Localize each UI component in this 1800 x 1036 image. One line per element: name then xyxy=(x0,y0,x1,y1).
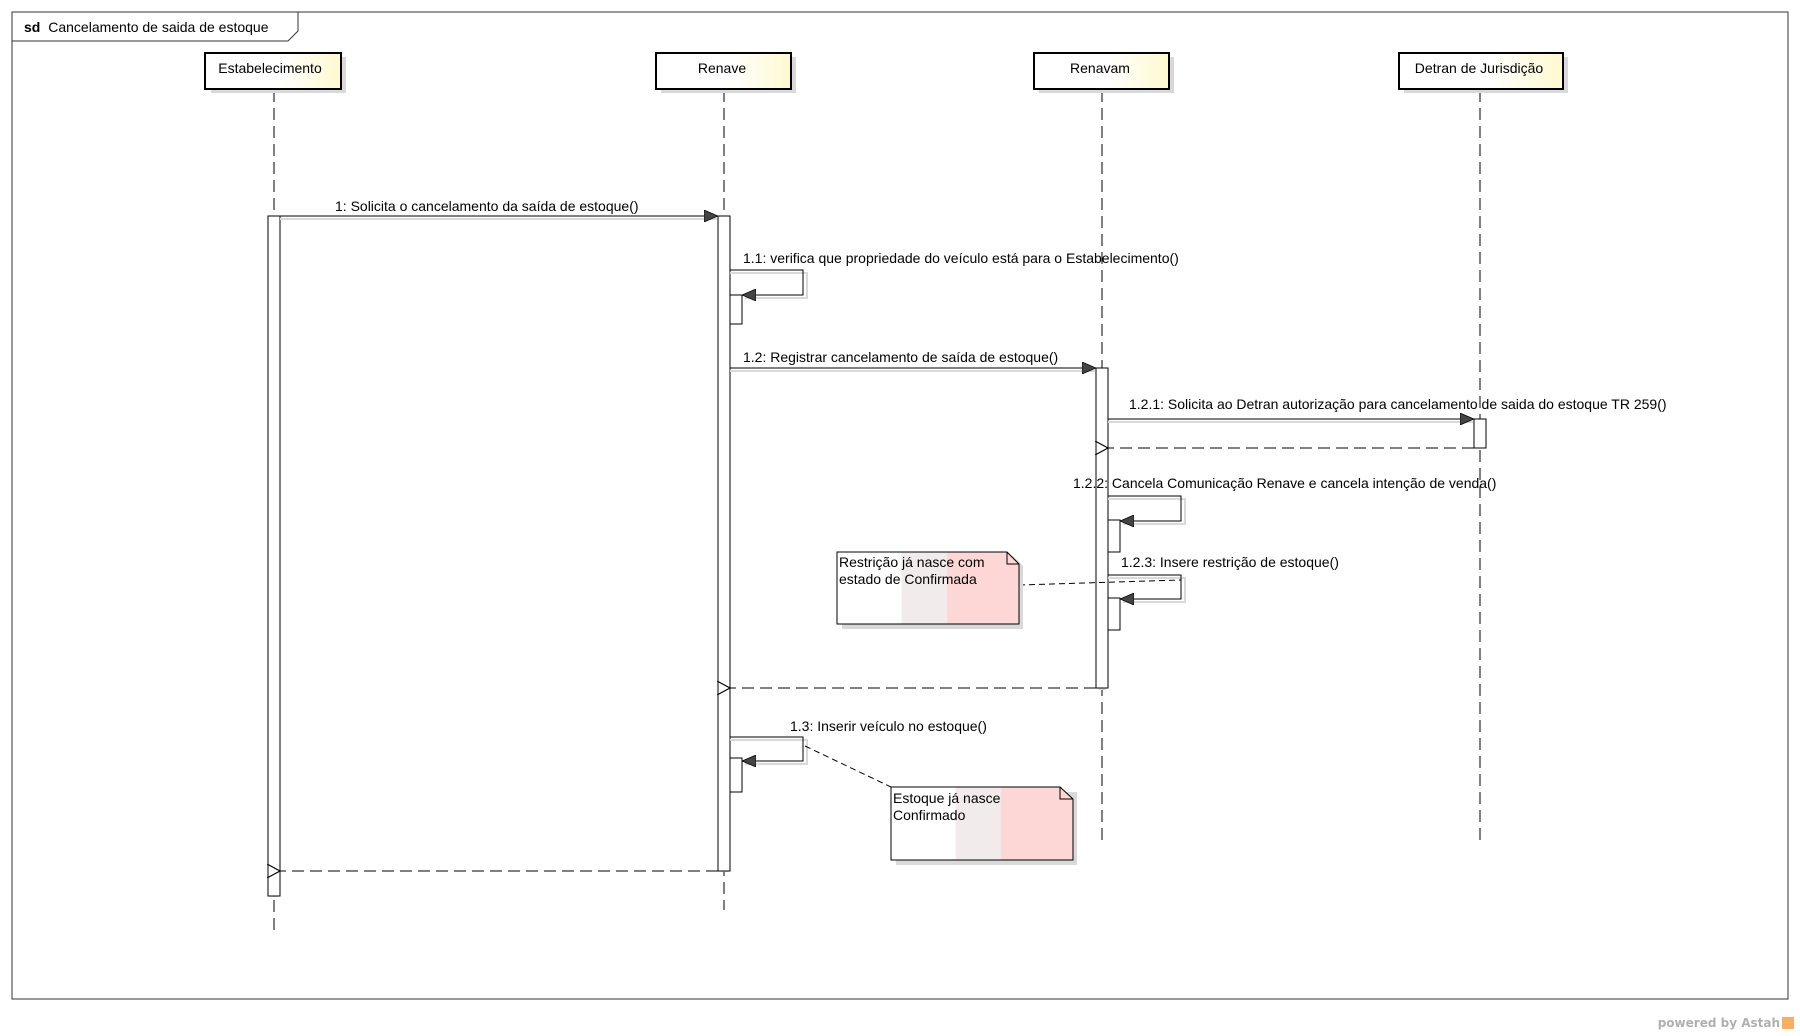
lifeline-label-renave: Renave xyxy=(698,60,746,76)
powered-by-text: powered by Astah xyxy=(1658,1016,1780,1030)
note-estoque: Estoque já nasce Confirmado xyxy=(804,745,1077,865)
activation-renave-self-1 xyxy=(729,294,743,325)
message-1-3: 1.3: Inserir veículo no estoque() xyxy=(730,718,987,764)
activation-renavam-self-2 xyxy=(1107,597,1121,631)
lifeline-renave: Renave xyxy=(655,52,796,93)
message-1-2-label: 1.2: Registrar cancelamento de saída de … xyxy=(743,349,1058,365)
activation-estabelecimento xyxy=(267,215,281,897)
note-restricao: Restrição já nasce com estado de Confirm… xyxy=(836,551,1182,629)
activation-renave xyxy=(717,215,731,872)
powered-by: powered by Astah xyxy=(1658,1016,1794,1030)
message-1-3-label: 1.3: Inserir veículo no estoque() xyxy=(790,718,987,734)
astah-logo-icon xyxy=(1782,1017,1794,1029)
activation-renave-self-2 xyxy=(729,757,743,793)
activation-renavam xyxy=(1095,367,1109,689)
frame-title: sd Cancelamento de saida de estoque xyxy=(24,19,269,35)
lifeline-label-estabelecimento: Estabelecimento xyxy=(218,60,322,76)
message-1-2-1-label: 1.2.1: Solicita ao Detran autorização pa… xyxy=(1129,396,1667,412)
activation-renavam-self-1 xyxy=(1107,519,1121,553)
lifeline-renavam: Renavam xyxy=(1033,52,1174,93)
sd-frame: sd Cancelamento de saida de estoque xyxy=(11,11,1789,1000)
message-1-1: 1.1: verifica que propriedade do veículo… xyxy=(730,250,1179,298)
lifeline-label-renavam: Renavam xyxy=(1070,60,1130,76)
message-1-2: 1.2: Registrar cancelamento de saída de … xyxy=(730,349,1095,371)
lifeline-estabelecimento: Estabelecimento xyxy=(204,52,346,93)
message-1-2-2: 1.2.2: Cancela Comunicação Renave e canc… xyxy=(1073,475,1496,524)
message-1-2-3: 1.2.3: Insere restrição de estoque() xyxy=(1108,554,1339,602)
message-1: 1: Solicita o cancelamento da saída de e… xyxy=(280,198,717,219)
lifeline-detran: Detran de Jurisdição xyxy=(1398,52,1568,93)
message-1-2-2-label: 1.2.2: Cancela Comunicação Renave e canc… xyxy=(1073,475,1496,491)
lifeline-lines xyxy=(273,90,1481,935)
message-1-1-label: 1.1: verifica que propriedade do veículo… xyxy=(743,250,1179,266)
note-estoque-text: Estoque já nasce Confirmado xyxy=(893,790,1004,823)
message-1-2-1: 1.2.1: Solicita ao Detran autorização pa… xyxy=(1108,396,1667,422)
message-1-2-3-label: 1.2.3: Insere restrição de estoque() xyxy=(1121,554,1339,570)
lifeline-label-detran: Detran de Jurisdição xyxy=(1415,60,1544,76)
message-1-label: 1: Solicita o cancelamento da saída de e… xyxy=(335,198,639,214)
note-restricao-text: Restrição já nasce com estado de Confirm… xyxy=(839,554,988,587)
activation-detran xyxy=(1473,418,1487,449)
